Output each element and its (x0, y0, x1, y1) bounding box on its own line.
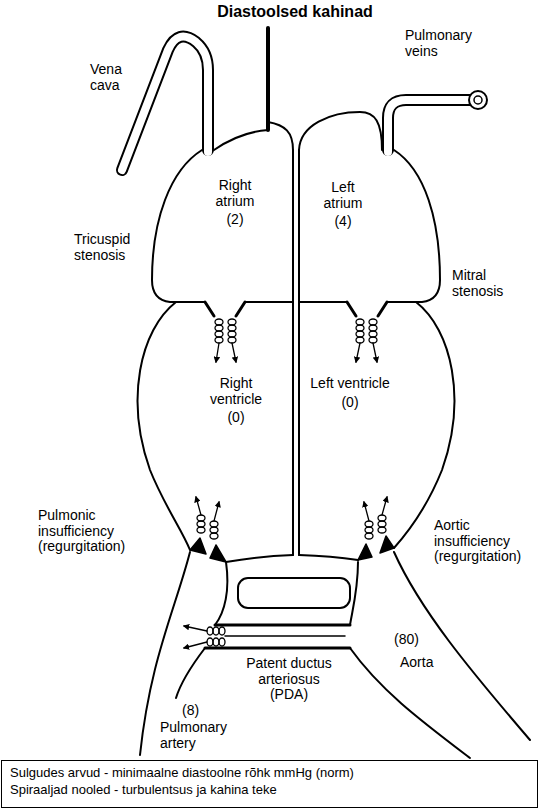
left-atrium-wall (387, 150, 440, 302)
chamber-name: Right atrium (200, 178, 270, 209)
pressure-value: (0) (196, 410, 276, 426)
lesion-label: Patent ductus arteriosus (PDA) (238, 656, 340, 703)
right-atrium-wall (152, 150, 205, 302)
turbulence-spiral (184, 626, 225, 648)
legend-box: Sulgudes arvud - minimaalne diastoolne r… (1, 760, 538, 808)
tricuspid-valve (205, 302, 214, 316)
great-vessel-root (238, 578, 350, 608)
turbulence-spiral (356, 319, 377, 362)
vein-section (469, 91, 487, 109)
vessel-label: Vena cava (90, 62, 136, 93)
pda-band (215, 624, 350, 627)
chamber-name: Right ventricle (196, 376, 276, 407)
pressure-value: (8) (182, 703, 208, 719)
lesion-label: Mitral stenosis (452, 268, 522, 299)
legend-text: Sulgudes arvud - minimaalne diastoolne r… (10, 765, 537, 782)
heart-chamber: Right ventricle (0) (196, 376, 276, 426)
lesion-label: Pulmonic insufficiency (regurgitation) (38, 508, 140, 555)
aorta-wall (394, 552, 530, 740)
turbulence-spiral (215, 319, 236, 362)
pulmonary-vein-tube (388, 100, 470, 150)
pressure-value: (2) (200, 212, 270, 228)
vessel-label: Pulmonary artery (160, 720, 244, 751)
lesion-label: Aortic insufficiency (regurgitation) (434, 518, 536, 565)
vessel-label: Pulmonary veins (405, 28, 487, 59)
turbulence-spiral (364, 497, 387, 539)
vena-cava-tube (122, 37, 208, 170)
lesion-label: Tricuspid stenosis (74, 232, 146, 263)
aortic-valve (380, 536, 394, 553)
heart-chamber: Left ventricle (0) (310, 376, 390, 410)
pressure-value: (0) (310, 395, 390, 411)
left-ventricle-wall (394, 302, 454, 548)
pressure-value: (80) (394, 632, 428, 648)
diagram-title: Diastoolsed kahinad (170, 3, 420, 21)
vessel-label: Aorta (400, 655, 444, 671)
septum (292, 150, 294, 555)
pulmonic-valve (190, 538, 206, 554)
heart-chamber: Left atrium (4) (310, 180, 376, 230)
chamber-name: Left atrium (310, 180, 376, 211)
right-ventricle-wall (138, 302, 190, 550)
heart-chamber: Right atrium (2) (200, 178, 270, 228)
pressure-value: (4) (310, 214, 376, 230)
vessel-wall (266, 28, 270, 130)
mitral-valve (378, 302, 387, 316)
chamber-name: Left ventricle (310, 376, 390, 392)
legend-text: Spiraaljad nooled - turbulentsus ja kahi… (10, 782, 537, 799)
turbulence-spiral (196, 497, 219, 539)
